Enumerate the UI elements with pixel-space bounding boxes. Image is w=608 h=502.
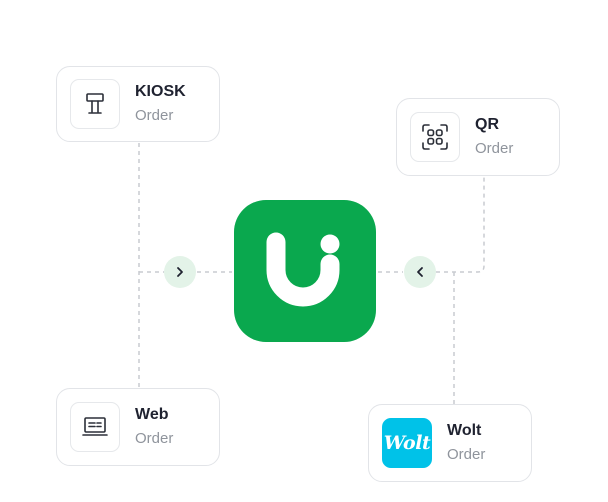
kiosk-order-card[interactable]: KIOSK Order — [56, 66, 220, 142]
qr-title: QR — [475, 116, 499, 133]
web-subtitle: Order — [135, 430, 174, 447]
qr-icon-box — [410, 112, 460, 162]
kiosk-stand-icon — [86, 93, 104, 114]
wolt-title: Wolt — [447, 422, 482, 439]
laptop-icon — [82, 417, 108, 436]
wolt-subtitle: Order — [447, 446, 486, 463]
chevron-right-icon — [177, 267, 183, 277]
wolt-logo: Wolt — [382, 418, 432, 468]
kiosk-subtitle: Order — [135, 107, 174, 124]
kiosk-title: KIOSK — [135, 83, 186, 100]
web-icon-box — [70, 402, 120, 452]
chevron-left-icon — [417, 267, 423, 277]
web-order-card[interactable]: Web Order — [56, 388, 220, 466]
arrow-node-left — [164, 256, 196, 288]
kiosk-icon-box — [70, 79, 120, 129]
qr-code-icon — [422, 124, 448, 150]
wolt-logo-text: Wolt — [383, 432, 431, 454]
qr-order-card[interactable]: QR Order — [396, 98, 560, 176]
u-logo-icon — [266, 232, 340, 307]
arrow-node-right — [404, 256, 436, 288]
hub-logo — [234, 200, 376, 342]
wolt-order-card[interactable]: Wolt Wolt Order — [368, 404, 532, 482]
qr-subtitle: Order — [475, 140, 514, 157]
web-title: Web — [135, 406, 169, 423]
